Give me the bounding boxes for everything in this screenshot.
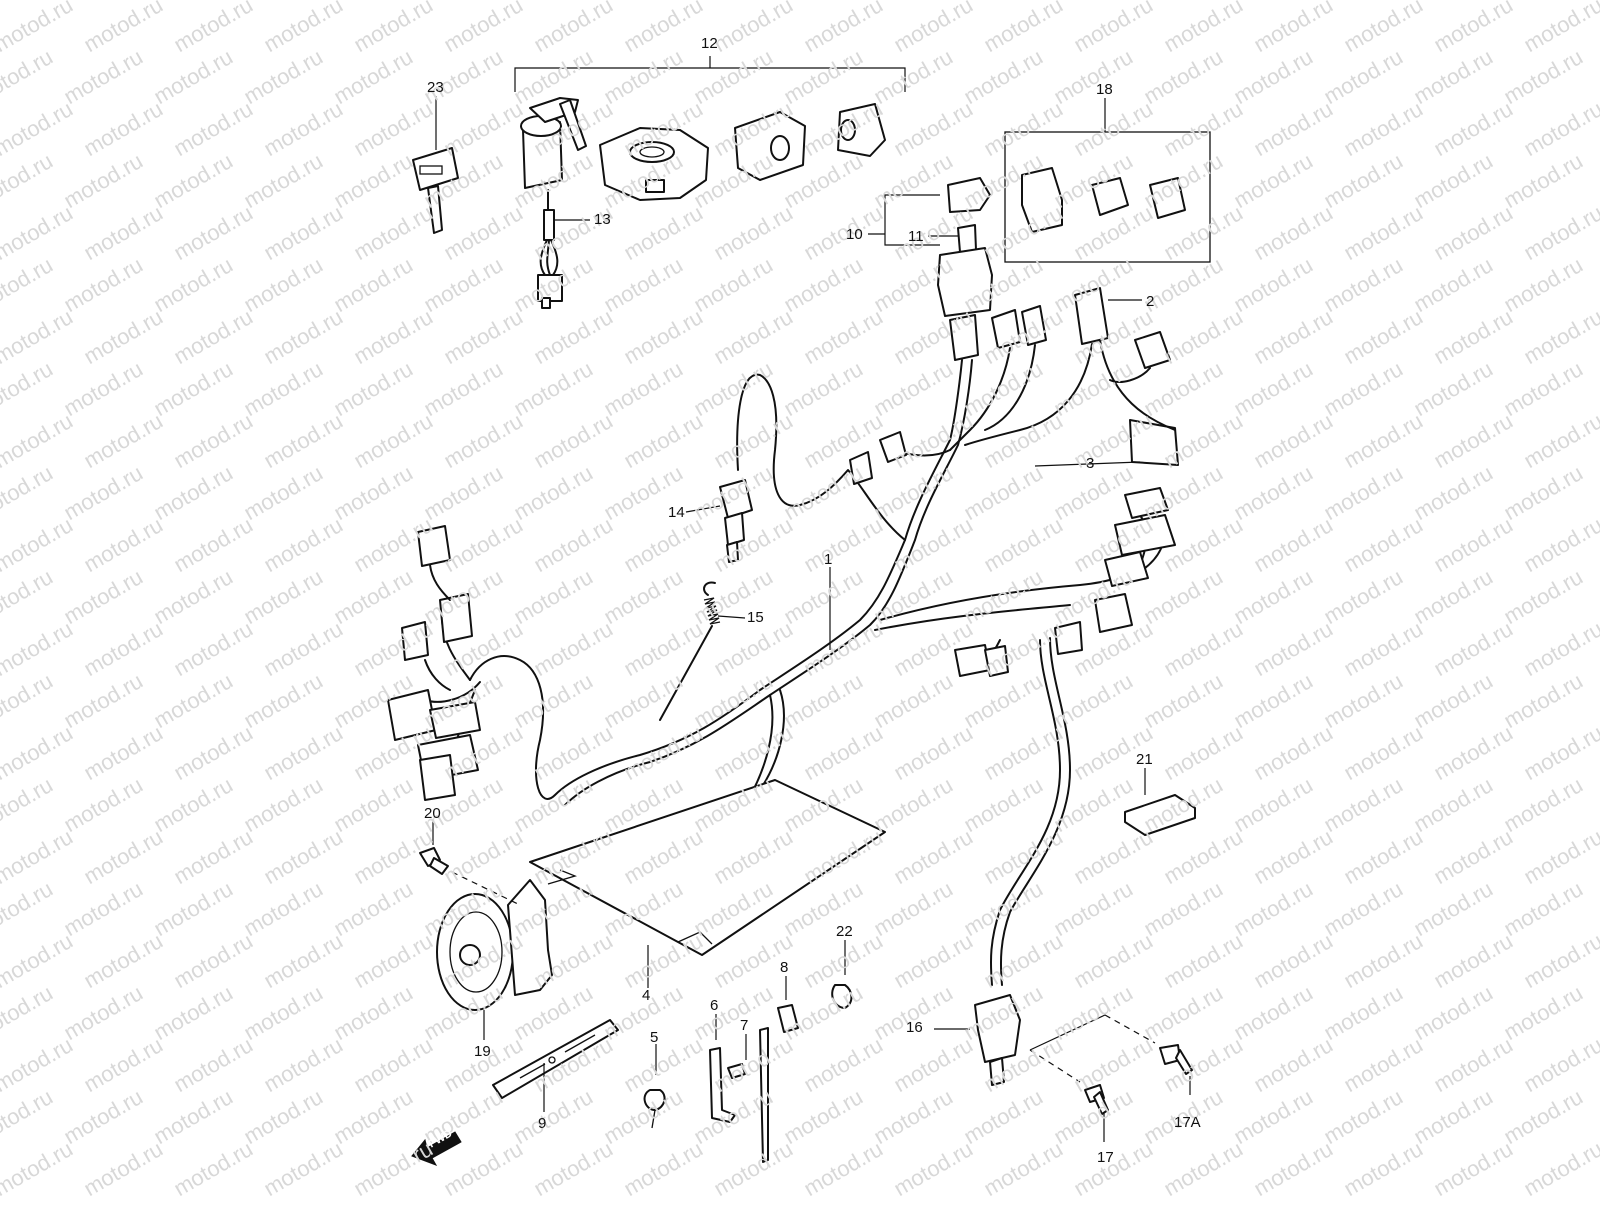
relay-set xyxy=(1004,98,1211,263)
callout-3: 3 xyxy=(1086,455,1095,472)
callout-18: 18 xyxy=(1096,81,1113,98)
callout-6: 6 xyxy=(710,997,719,1014)
harness-protective-sheet xyxy=(529,779,886,988)
relay-cushion-21 xyxy=(1124,768,1196,836)
callout-7: 7 xyxy=(740,1017,749,1034)
forward-direction-arrow xyxy=(411,1131,462,1166)
harness-connectors-upper xyxy=(949,287,1179,466)
lock-set-bracket xyxy=(514,56,906,92)
brake-switch-spring xyxy=(659,581,746,721)
callout-15: 15 xyxy=(747,609,764,626)
callout-14: 14 xyxy=(668,504,685,521)
callout-1: 1 xyxy=(824,551,833,568)
horn xyxy=(436,879,553,1040)
callout-4: 4 xyxy=(642,987,651,1004)
callout-9: 9 xyxy=(538,1115,547,1132)
fuse-box xyxy=(868,177,993,317)
fuel-tank-cap xyxy=(599,127,709,201)
callout-17: 17 xyxy=(1097,1149,1114,1166)
harness-connectors-left xyxy=(387,525,481,801)
wire-clip-22 xyxy=(831,940,853,1009)
wire-bracket-6 xyxy=(709,1014,736,1123)
callout-22: 22 xyxy=(836,923,853,940)
callout-11: 11 xyxy=(908,228,924,245)
callout-19: 19 xyxy=(474,1043,491,1060)
ignition-switch xyxy=(520,97,587,309)
switch-bolt-17a xyxy=(1159,1044,1193,1095)
seat-lock-cylinder xyxy=(734,111,806,181)
callout-8: 8 xyxy=(780,959,789,976)
callout-16: 16 xyxy=(906,1019,923,1036)
callout-5: 5 xyxy=(650,1029,659,1046)
callout-21: 21 xyxy=(1136,751,1153,768)
horn-bolt xyxy=(419,820,521,906)
cable-tie-8 xyxy=(759,976,799,1163)
callout-10: 10 xyxy=(846,226,863,243)
rear-brake-light-switch xyxy=(685,299,1142,563)
harness-clamp-plate xyxy=(492,1019,619,1112)
switch-screw-17 xyxy=(1084,1084,1109,1142)
callout-23: 23 xyxy=(427,79,444,96)
key-blank xyxy=(412,96,459,234)
callout-12: 12 xyxy=(701,35,718,52)
callout-17a: 17A xyxy=(1174,1114,1201,1131)
callout-13: 13 xyxy=(594,211,611,228)
helmet-lock-cylinder xyxy=(837,103,886,157)
wire-clamp-5 xyxy=(643,1044,666,1129)
callout-2: 2 xyxy=(1146,293,1155,310)
harness-connectors-right xyxy=(954,487,1176,677)
bracket-screw-7 xyxy=(727,1034,747,1079)
callout-20: 20 xyxy=(424,805,441,822)
side-stand-switch xyxy=(934,994,1156,1086)
